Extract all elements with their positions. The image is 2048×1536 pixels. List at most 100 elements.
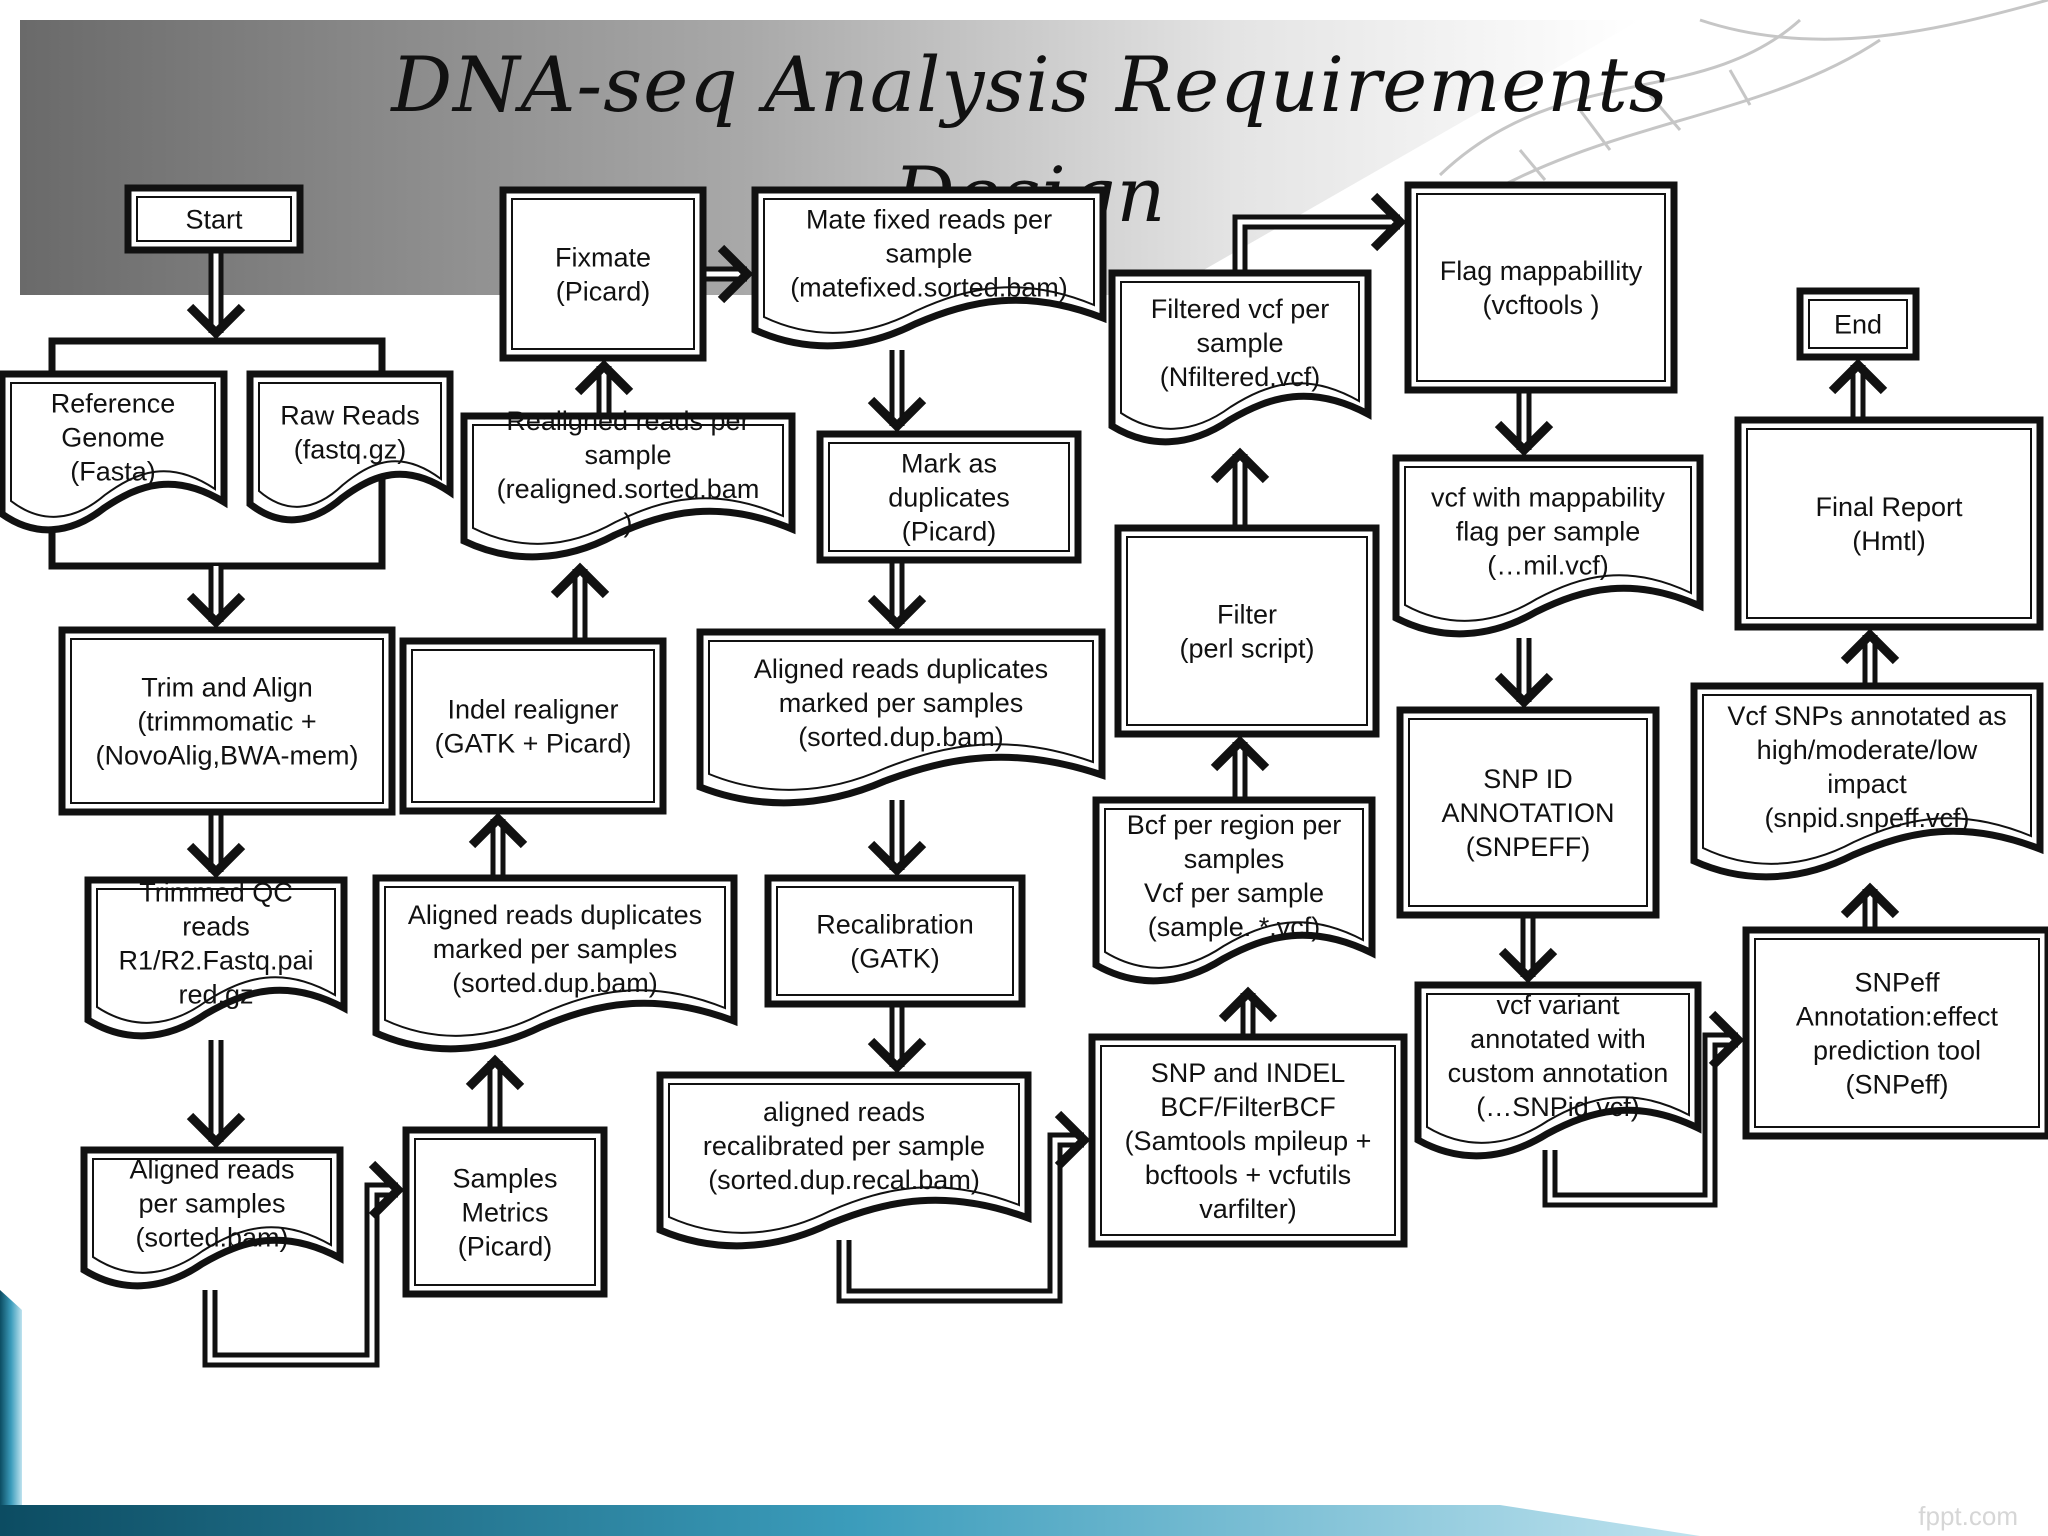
node-label-line: Samples xyxy=(452,1163,557,1193)
teal-accent-left xyxy=(0,1290,22,1536)
node-label-line: Mate fixed reads per xyxy=(806,204,1052,234)
node-trim-align: Trim and Align(trimmomatic +(NovoAlig,BW… xyxy=(58,626,396,816)
arrow-filtered-to-flag xyxy=(1232,192,1407,273)
node-label-line: Realigned reads per xyxy=(506,406,749,436)
node-label: Indel realigner(GATK + Picard) xyxy=(435,694,632,758)
document-inner-border xyxy=(1120,281,1360,430)
node-label-line: (perl script) xyxy=(1179,633,1314,663)
dna-helix-graphic xyxy=(1438,0,2048,212)
node-vcf-mappability: vcf with mappability flag per sample (…mil… xyxy=(1392,454,1704,638)
arrow-trim-to-trimmedqc xyxy=(186,812,246,879)
document-inner-border xyxy=(1426,993,1690,1144)
box-inner-border xyxy=(1416,193,1666,382)
node-label-line: End xyxy=(1834,309,1882,339)
node-label-line: Reference xyxy=(51,388,176,418)
node-label-line: impact xyxy=(1827,769,1907,799)
document-shape xyxy=(696,628,1106,807)
node-indel-realigner: Indel realigner(GATK + Picard) xyxy=(399,637,667,815)
node-label-line: (GATK) xyxy=(850,943,940,973)
node-label-line: ) xyxy=(624,508,633,538)
node-label-line: vcf variant xyxy=(1496,990,1620,1020)
node-label: Start xyxy=(185,204,243,234)
node-label: vcf with mappability flag per sample (…mil… xyxy=(1431,482,1666,580)
arrow-recalreads-to-snpindel xyxy=(836,1110,1091,1304)
document-shape xyxy=(751,186,1107,350)
node-label-line: (Samtools mpileup + xyxy=(1125,1126,1372,1156)
document-inner-border xyxy=(384,886,726,1037)
node-label: Aligned reads duplicates marked per sampl… xyxy=(408,900,702,998)
node-label-line: Aligned reads duplicates xyxy=(754,654,1048,684)
node-label-line: (sorted.dup.bam) xyxy=(452,968,658,998)
node-label-line: Recalibration xyxy=(816,909,974,939)
node-label-line: vcf with mappability xyxy=(1431,482,1666,512)
node-label-line: (SNPEFF) xyxy=(1466,832,1591,862)
process-shape xyxy=(1742,926,2048,1140)
document-shape xyxy=(246,370,454,524)
process-shape xyxy=(399,637,667,815)
node-label-line: marked per samples xyxy=(433,934,678,964)
node-label-line: (GATK + Picard) xyxy=(435,728,632,758)
node-label-line: SNP ID xyxy=(1483,764,1573,794)
node-label-line: (sorted.dup.recal.bam) xyxy=(708,1165,980,1195)
box-inner-border xyxy=(414,1138,596,1286)
document-inner-border xyxy=(92,1158,332,1274)
document-inner-border xyxy=(96,888,336,1024)
node-label-line: aligned reads xyxy=(763,1097,925,1127)
node-label-line: sample xyxy=(885,238,972,268)
node-label-line: (…SNPid.vcf) xyxy=(1476,1092,1640,1122)
arrow-flag-to-vcfmap xyxy=(1494,390,1554,457)
box-inner-border xyxy=(1746,428,2032,619)
document-shape xyxy=(80,1146,344,1290)
node-label-line: (sample. *.vcf) xyxy=(1148,912,1321,942)
document-inner-border xyxy=(1702,694,2032,865)
box-inner-border xyxy=(1408,718,1648,907)
node-filter: Filter(perl script) xyxy=(1114,524,1380,738)
node-label: Raw Reads(fastq.gz) xyxy=(280,400,420,464)
node-label-line: (…mil.vcf) xyxy=(1487,550,1608,580)
node-label-line: Vcf SNPs annotated as xyxy=(1727,701,2006,731)
document-shape xyxy=(1108,269,1372,446)
node-recalibration: Recalibration (GATK) xyxy=(764,874,1026,1008)
process-shape xyxy=(58,626,396,816)
arrow-matefixed-to-markdup xyxy=(867,350,927,433)
document-inner-border xyxy=(708,640,1094,791)
node-label-line: Trim and Align xyxy=(141,672,313,702)
node-label-line: (SNPeff) xyxy=(1845,1069,1948,1099)
node-label: Trim and Align(trimmomatic +(NovoAlig,BW… xyxy=(95,672,358,770)
arrow-filter-to-filtered xyxy=(1210,447,1270,528)
terminal-shape xyxy=(1796,287,1920,361)
arrow-inputs-to-trim xyxy=(186,566,246,629)
arrow-indel-to-realigned xyxy=(550,562,610,641)
document-shape xyxy=(1414,981,1702,1160)
process-shape xyxy=(1088,1033,1408,1248)
node-label-line: sample xyxy=(584,440,671,470)
node-label-line: marked per samples xyxy=(779,688,1024,718)
node-label-line: samples xyxy=(1184,844,1285,874)
node-label: Flag mappabillity(vcftools ) xyxy=(1440,256,1643,320)
document-shape xyxy=(1392,454,1704,638)
node-label-line: (vcftools ) xyxy=(1482,290,1599,320)
process-shape xyxy=(816,430,1082,564)
document-shape xyxy=(372,874,738,1053)
node-label-line: Filtered vcf per xyxy=(1151,294,1330,324)
node-label-line: per samples xyxy=(138,1188,285,1218)
node-label-line: Bcf per region per xyxy=(1127,810,1342,840)
node-label-line: flag per sample xyxy=(1456,516,1641,546)
node-label-line: Aligned reads duplicates xyxy=(408,900,702,930)
document-shape xyxy=(1690,682,2044,881)
node-label-line: prediction tool xyxy=(1813,1035,1981,1065)
node-label-line: Final Report xyxy=(1815,492,1963,522)
node-label-line: Genome xyxy=(61,422,165,452)
